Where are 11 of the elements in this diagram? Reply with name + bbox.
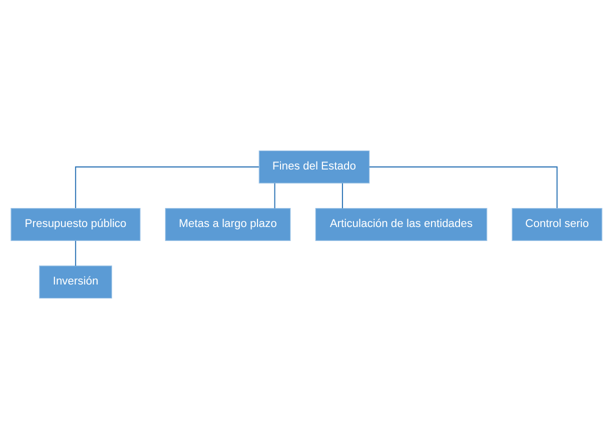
connector <box>75 240 76 266</box>
connector <box>75 166 259 208</box>
node-box: Metas a largo plazo <box>165 208 291 240</box>
node-box: Presupuesto público <box>10 208 141 240</box>
connector <box>342 182 343 208</box>
node-box: Fines del Estado <box>258 150 370 183</box>
node-box: Articulación de las entidades <box>315 208 488 240</box>
node-box: Control serio <box>512 208 602 240</box>
connector <box>274 182 276 208</box>
node-box: Inversión <box>39 265 112 298</box>
connector <box>369 166 558 208</box>
